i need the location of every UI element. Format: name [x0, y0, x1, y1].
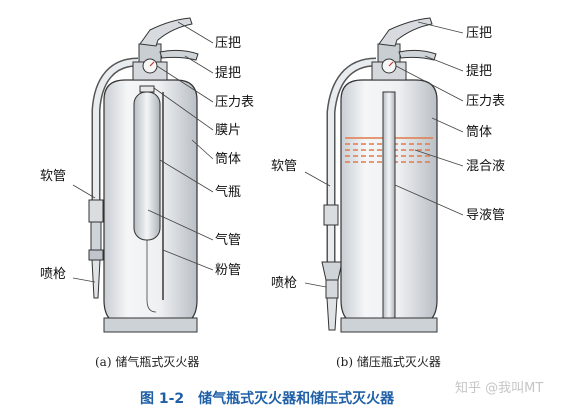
left-label-membrane: 膜片 — [215, 123, 241, 138]
right-label-gauge: 压力表 — [466, 94, 505, 109]
left-label-gas-tube: 气管 — [215, 232, 241, 248]
right-handle — [378, 17, 433, 47]
right-nozzle — [321, 261, 343, 331]
left-handle — [139, 17, 193, 47]
left-label-gauge: 压力表 — [215, 95, 254, 110]
left-label-nozzle: 喷枪 — [40, 266, 66, 282]
right-label-handle: 压把 — [466, 26, 492, 41]
figure-caption: 图 1-2 储气瓶式灭火器和储压式灭火器 — [140, 390, 395, 407]
left-base — [103, 317, 198, 333]
left-subcaption: (a) 储气瓶式灭火器 — [95, 354, 199, 369]
right-label-mixture: 混合液 — [466, 159, 505, 174]
left-lift — [159, 49, 199, 61]
right-label-nozzle: 喷枪 — [271, 275, 297, 291]
right-subcaption: (b) 储压瓶式灭火器 — [336, 354, 441, 369]
right-siphon — [382, 91, 396, 321]
left-nozzle — [88, 221, 104, 299]
watermark: 知乎 @我叫MT — [455, 380, 543, 396]
right-label-siphon: 导液管 — [466, 208, 505, 223]
right-label-hose: 软管 — [271, 159, 297, 174]
left-gas-tube — [146, 240, 157, 313]
left-membrane — [139, 85, 155, 93]
left-gas-bottle — [133, 91, 161, 241]
left-label-powder-tube: 粉管 — [215, 263, 241, 278]
left-label-gas-bottle: 气瓶 — [215, 184, 241, 200]
left-label-body: 筒体 — [215, 151, 241, 167]
right-base — [340, 317, 438, 333]
left-extinguisher: 压把 提把 压力表 膜片 筒体 气瓶 气管 粉管 软管 喷枪 (a) 储气瓶式灭… — [40, 17, 254, 369]
left-hose-clip — [88, 199, 104, 223]
left-label-lift: 提把 — [215, 65, 241, 81]
right-label-body: 筒体 — [466, 124, 492, 140]
right-lift — [398, 49, 437, 61]
left-label-hose: 软管 — [40, 169, 66, 184]
right-hose-clip — [323, 204, 339, 226]
left-label-handle: 压把 — [215, 36, 241, 51]
right-label-lift: 提把 — [466, 63, 492, 79]
right-extinguisher: 压把 提把 压力表 筒体 混合液 导液管 软管 喷枪 (b) 储压瓶式灭火器 — [271, 17, 505, 369]
